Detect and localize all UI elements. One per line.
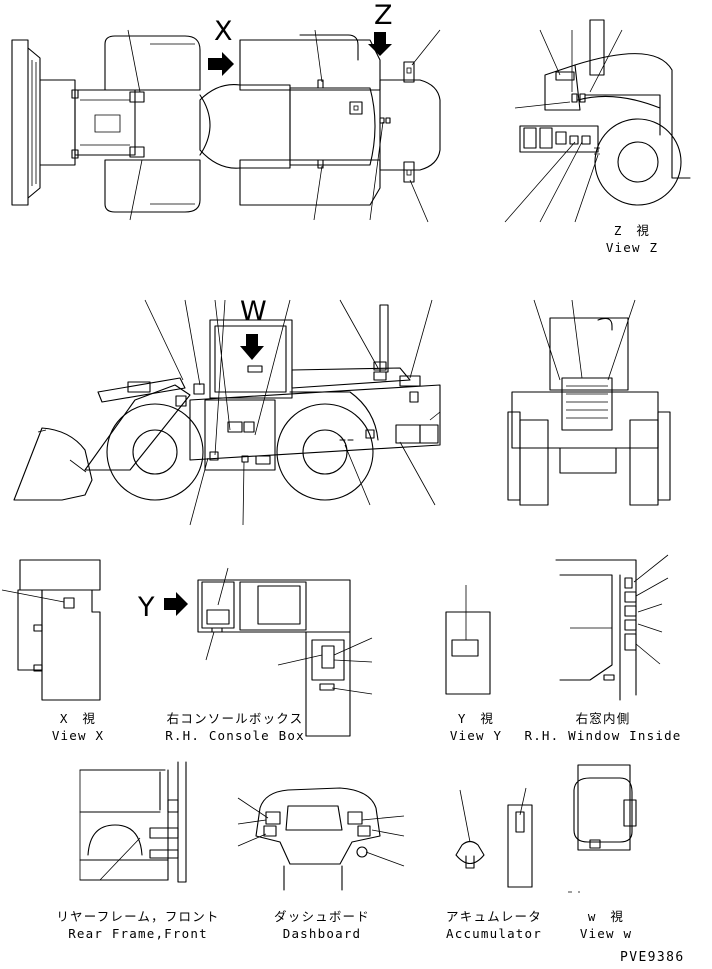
caption-dashboard: ダッシュボード Dashboard [262,908,382,942]
caption-dashboard-en: Dashboard [282,926,362,941]
caption-window-inside: 右窓内側 R.H. Window Inside [524,710,682,744]
caption-window-inside-ja: 右窓内側 [575,711,631,726]
side-view-drawing [13,299,441,526]
caption-view-z-ja: Z 視 [613,223,651,238]
caption-rear-frame-ja: リヤーフレーム，フロント [56,909,220,924]
caption-rear-frame-en: Rear Frame,Front [68,926,208,941]
caption-console-box-en: R.H. Console Box [165,728,305,743]
caption-console-box: 右コンソールボックス R.H. Console Box [150,710,320,744]
caption-view-x-ja: X 視 [59,711,97,726]
caption-view-z: Z 視 View Z [582,222,682,256]
caption-view-y-en: View Y [449,728,503,743]
caption-window-inside-en: R.H. Window Inside [524,728,682,743]
rear-frame-drawing [79,761,187,883]
console-box-drawing [164,567,373,737]
caption-view-x-en: View X [51,728,105,743]
caption-view-w-ja: w 視 [587,909,625,924]
caption-accumulator-en: Accumulator [446,926,542,941]
view-letter-w: W [240,296,267,327]
caption-view-y: Y 視 View Y [426,710,526,744]
top-plan-view [11,29,441,223]
caption-view-x: X 視 View X [28,710,128,744]
caption-rear-frame: リヤーフレーム，フロント Rear Frame,Front [52,908,224,942]
caption-view-z-en: View Z [605,240,659,255]
drawing-code: PVE9386 [620,950,685,965]
caption-accumulator-ja: アキュムレータ [446,909,542,924]
view-x-drawing [1,559,101,701]
caption-console-box-ja: 右コンソールボックス [166,711,304,726]
caption-view-w-en: View w [579,926,633,941]
view-w-drawing [568,764,637,893]
caption-accumulator: アキュムレータ Accumulator [434,908,554,942]
caption-view-y-ja: Y 視 [457,711,495,726]
view-letter-x: X [214,16,233,47]
caption-dashboard-ja: ダッシュボード [274,909,370,924]
view-y-drawing [445,585,491,695]
rear-view-drawing [507,299,671,506]
accumulator-drawing [455,787,533,888]
caption-view-w: w 視 View w [566,908,646,942]
dashboard-drawing [237,787,405,891]
view-letter-y: Y [138,592,155,623]
view-z-drawing [504,19,691,223]
window-inside-drawing [555,554,669,701]
view-letter-z: Z [374,0,393,31]
